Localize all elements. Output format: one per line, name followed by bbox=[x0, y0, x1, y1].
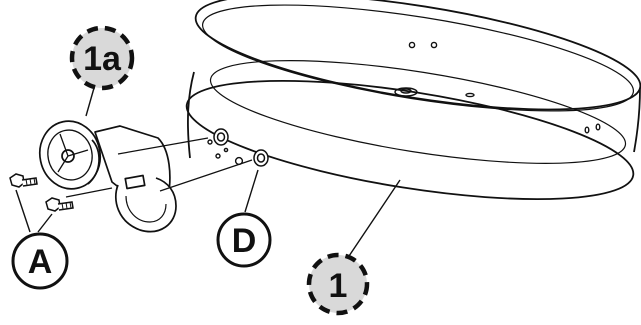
ring-left-side bbox=[187, 71, 195, 159]
leader-A-1 bbox=[15, 189, 31, 233]
leader-1 bbox=[344, 179, 401, 263]
slot-hole bbox=[465, 92, 475, 98]
mount-hole bbox=[215, 153, 221, 159]
leader-1a bbox=[85, 87, 95, 117]
leader-A-2 bbox=[37, 213, 53, 233]
side-hole bbox=[584, 126, 590, 134]
callout-1: 1 bbox=[306, 252, 370, 316]
hole bbox=[408, 41, 416, 49]
mount-hole bbox=[207, 139, 213, 145]
callout-1a: 1a bbox=[69, 25, 135, 91]
ring-top-rim-inner bbox=[201, 4, 635, 112]
leader-D bbox=[244, 169, 259, 213]
guide-lines bbox=[65, 137, 253, 198]
fixture-ring bbox=[185, 0, 641, 201]
hole bbox=[430, 41, 438, 49]
callout-1a-label: 1a bbox=[83, 40, 122, 78]
callout-A: A bbox=[11, 232, 69, 290]
leader-lines bbox=[15, 87, 401, 263]
center-hole-inner bbox=[400, 88, 412, 94]
mounting-bracket bbox=[38, 120, 177, 233]
screw-icon bbox=[45, 197, 74, 212]
ring-holes bbox=[207, 41, 601, 166]
mount-hole bbox=[223, 147, 229, 153]
callout-A-label: A bbox=[28, 243, 53, 281]
ring-right-side bbox=[633, 87, 641, 153]
screw-icon bbox=[9, 173, 38, 188]
callout-D-label: D bbox=[232, 222, 257, 260]
bracket-slot bbox=[124, 174, 146, 190]
callout-1-label: 1 bbox=[329, 267, 348, 305]
ring-floor bbox=[209, 60, 627, 164]
ring-top-rim-outer bbox=[194, 0, 641, 111]
wall-plate-spokes bbox=[57, 133, 89, 173]
callout-D: D bbox=[216, 212, 272, 268]
bracket-knuckle-inner bbox=[125, 195, 167, 223]
nut-icon bbox=[213, 128, 229, 146]
wall-plate-edge bbox=[87, 139, 100, 185]
side-hole bbox=[595, 123, 601, 131]
ring-bottom-rim bbox=[185, 79, 635, 201]
nut-icon bbox=[253, 149, 269, 167]
center-hole bbox=[394, 87, 418, 97]
